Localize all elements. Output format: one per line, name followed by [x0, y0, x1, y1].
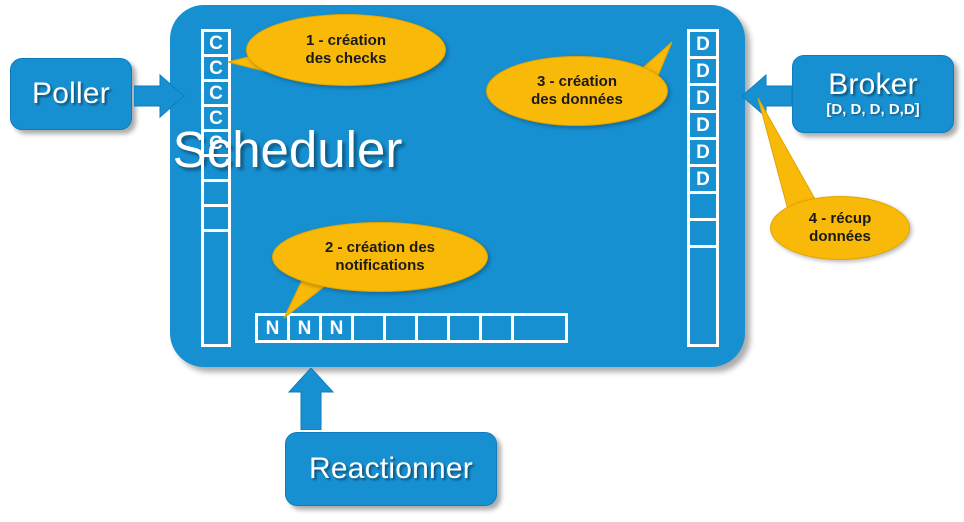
- queue-cell: [482, 316, 514, 340]
- notifications-queue: N N N: [255, 313, 568, 343]
- reactionner-node[interactable]: Reactionner: [285, 432, 497, 506]
- callout-2-line2: notifications: [335, 257, 425, 274]
- callout-1-bubble: 1 - création des checks: [246, 14, 446, 86]
- callout-1: 1 - création des checks: [227, 14, 446, 86]
- broker-label: Broker: [828, 67, 918, 101]
- callout-4-line2: données: [809, 228, 871, 245]
- callout-1-line2: des checks: [305, 50, 387, 67]
- queue-cell: C: [204, 82, 228, 107]
- queue-cell: [690, 221, 716, 248]
- queue-cell: [386, 316, 418, 340]
- queue-cell: [418, 316, 450, 340]
- broker-sublabel: [D, D, D, D,D]: [826, 100, 920, 118]
- queue-cell: [204, 232, 228, 344]
- queue-cell: N: [290, 316, 322, 340]
- arrow-poller-to-scheduler: [134, 74, 185, 119]
- queue-cell: C: [204, 107, 228, 132]
- queue-cell: [690, 194, 716, 221]
- broker-node[interactable]: Broker [D, D, D, D,D]: [792, 55, 954, 133]
- callout-3-line2: des données: [531, 91, 623, 108]
- callout-4: 4 - récup données: [757, 97, 910, 260]
- queue-cell: [204, 207, 228, 232]
- queue-cell: D: [690, 59, 716, 86]
- arrow-broker-to-scheduler: [742, 74, 793, 119]
- callout-2-line1: 2 - création des: [324, 238, 436, 256]
- queue-cell: D: [690, 140, 716, 167]
- queue-cell: C: [204, 57, 228, 82]
- checks-queue: C C C C C: [201, 29, 231, 347]
- callout-4-line1: 4 - récup: [808, 209, 872, 227]
- queue-cell: C: [204, 32, 228, 57]
- queue-cell: [690, 248, 716, 344]
- callout-3: 3 - création des données: [486, 41, 673, 126]
- poller-node[interactable]: Poller: [10, 58, 132, 130]
- queue-cell: C: [204, 132, 228, 157]
- callout-3-line1: 3 - création: [536, 72, 617, 90]
- poller-label: Poller: [32, 77, 110, 110]
- data-queue: D D D D D D: [687, 29, 719, 347]
- callout-2: 2 - création des notifications: [272, 222, 488, 319]
- queue-cell: [450, 316, 482, 340]
- queue-cell: N: [322, 316, 354, 340]
- queue-cell: N: [258, 316, 290, 340]
- queue-cell: [354, 316, 386, 340]
- arrow-reactionner-to-scheduler: [288, 368, 335, 430]
- queue-cell: D: [690, 167, 716, 194]
- callout-2-bubble: 2 - création des notifications: [272, 222, 488, 292]
- queue-cell: D: [690, 86, 716, 113]
- queue-cell: [204, 157, 228, 182]
- callout-1-line1: 1 - création: [305, 31, 386, 49]
- queue-cell: D: [690, 113, 716, 140]
- queue-cell: D: [690, 32, 716, 59]
- queue-cell: [204, 182, 228, 207]
- reactionner-label: Reactionner: [309, 452, 473, 485]
- callout-3-bubble: 3 - création des données: [486, 56, 668, 126]
- queue-cell: [514, 316, 565, 340]
- callout-4-bubble: 4 - récup données: [770, 196, 910, 260]
